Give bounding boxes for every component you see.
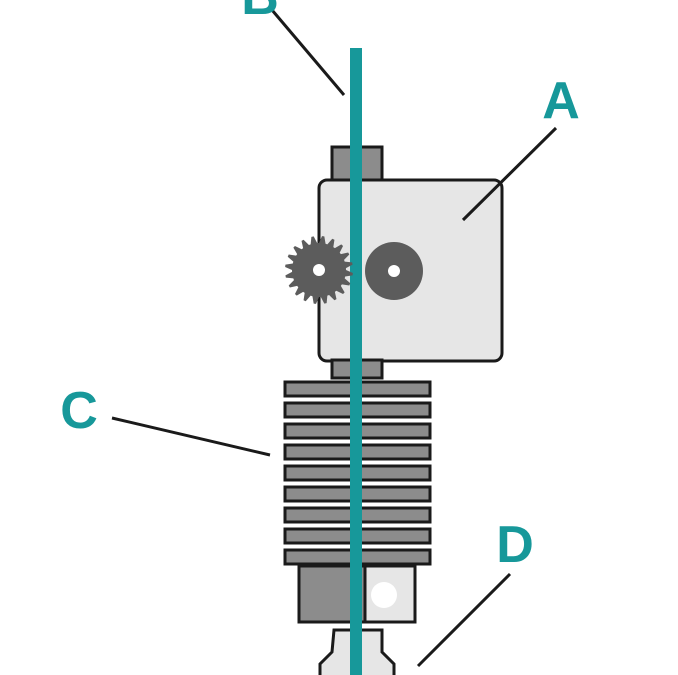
label-d: D [496, 516, 534, 574]
leader-line-c [111, 416, 271, 457]
label-a: A [542, 72, 580, 130]
heater-cartridge-hole [371, 582, 397, 608]
drive-gear-hub [313, 264, 325, 276]
filament [350, 48, 362, 675]
idler-bearing-hub [388, 265, 400, 277]
leader-line-b [270, 9, 346, 96]
leader-line-d [416, 572, 512, 668]
leader-line-a [461, 126, 558, 222]
label-c: C [60, 382, 98, 440]
label-b: B [241, 0, 279, 26]
